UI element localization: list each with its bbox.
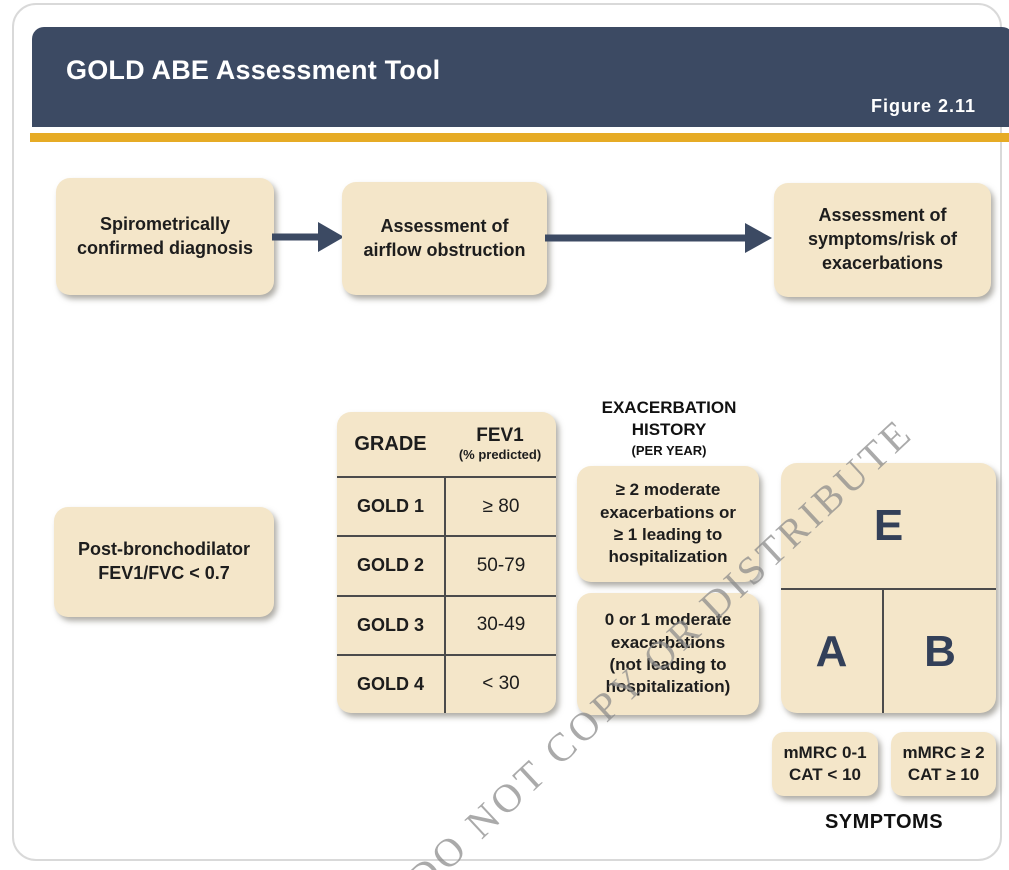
grade-cell: GOLD 2 — [356, 555, 424, 576]
flow-step-symptoms-risk: Assessment of symptoms/risk of exacerbat… — [774, 183, 991, 297]
figure-number: Figure 2.11 — [870, 96, 976, 116]
fev1-cell: ≥ 80 — [444, 478, 556, 536]
grade-cell: GOLD 3 — [356, 614, 424, 635]
table-row: GOLD 2 50-79 — [337, 535, 556, 595]
high-symptoms-label: mMRC ≥ 2 CAT ≥ 10 — [902, 742, 985, 784]
spirometry-criteria-label: Post-bronchodilator FEV1/FVC < 0.7 — [78, 539, 250, 583]
exacerbation-history-heading: EXACERBATION HISTORY (PER YEAR) — [569, 397, 769, 458]
group-b-label: B — [924, 626, 956, 676]
abe-bottom-row: A B — [781, 590, 996, 713]
group-e-label: E — [873, 500, 904, 550]
symptoms-axis-label: SYMPTOMS — [824, 811, 944, 833]
flow-arrow-icon — [272, 222, 344, 252]
high-symptoms-box: mMRC ≥ 2 CAT ≥ 10 — [891, 732, 996, 796]
flow-step-airflow: Assessment of airflow obstruction — [342, 182, 547, 295]
flow-step-label: Spirometrically confirmed diagnosis — [76, 213, 254, 258]
group-e-cell: E — [781, 463, 996, 590]
table-row: GOLD 1 ≥ 80 — [337, 478, 556, 536]
exacerbation-history-subtitle: (PER YEAR) — [631, 443, 707, 459]
table-header-row: GRADE FEV1 (% predicted) — [337, 412, 556, 478]
page-title: GOLD ABE Assessment Tool — [66, 55, 441, 85]
high-risk-exacerbation-box: ≥ 2 moderate exacerbations or ≥ 1 leadin… — [577, 466, 759, 582]
abe-group-grid: E A B — [781, 463, 996, 713]
high-risk-exacerbation-label: ≥ 2 moderate exacerbations or ≥ 1 leadin… — [599, 480, 737, 567]
figure-panel: GOLD ABE Assessment Tool Figure 2.11 Spi… — [12, 3, 1009, 861]
group-b-cell: B — [884, 590, 996, 713]
fev1-cell: 30-49 — [444, 596, 556, 654]
exacerbation-history-title: EXACERBATION HISTORY — [601, 398, 737, 440]
low-symptoms-box: mMRC 0-1 CAT < 10 — [772, 732, 878, 796]
table-row: GOLD 3 30-49 — [337, 594, 556, 654]
grade-cell: GOLD 1 — [356, 496, 424, 517]
grade-column-header: GRADE — [354, 432, 427, 455]
fev1-cell: < 30 — [444, 655, 556, 713]
fev1-header-subtitle: (% predicted) — [458, 446, 542, 462]
low-symptoms-label: mMRC 0-1 CAT < 10 — [783, 742, 867, 784]
low-risk-exacerbation-box: 0 or 1 moderate exacerbations (not leadi… — [577, 593, 759, 715]
flow-step-label: Assessment of symptoms/risk of exacerbat… — [807, 205, 958, 273]
table-row: GOLD 4 < 30 — [337, 653, 556, 713]
spirometry-criteria-box: Post-bronchodilator FEV1/FVC < 0.7 — [54, 507, 274, 617]
fev1-column-header: FEV1 (% predicted) — [444, 425, 556, 462]
figure-header: GOLD ABE Assessment Tool Figure 2.11 — [32, 27, 1009, 127]
grade-cell: GOLD 4 — [356, 673, 424, 694]
fev1-cell: 50-79 — [444, 537, 556, 595]
flow-step-diagnosis: Spirometrically confirmed diagnosis — [56, 178, 274, 295]
group-a-cell: A — [781, 590, 884, 713]
gold-grade-table: GRADE FEV1 (% predicted) GOLD 1 ≥ 80 GOL… — [337, 412, 556, 713]
gold-accent-bar — [30, 133, 1009, 142]
group-a-label: A — [815, 626, 848, 676]
flow-step-label: Assessment of airflow obstruction — [363, 215, 526, 260]
fev1-header-label: FEV1 — [476, 425, 524, 447]
flow-arrow-icon — [545, 223, 772, 253]
low-risk-exacerbation-label: 0 or 1 moderate exacerbations (not leadi… — [604, 610, 732, 697]
